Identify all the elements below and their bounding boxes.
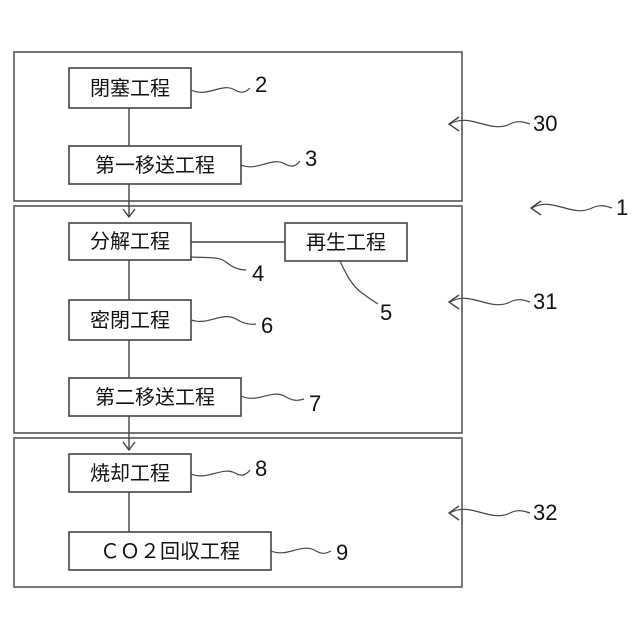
step-decomposition-label: 分解工程 [90, 229, 170, 253]
step-incineration: 焼却工程 [69, 454, 191, 492]
step-decomposition: 分解工程 [69, 223, 191, 260]
step-sealing-label: 密閉工程 [90, 308, 170, 332]
ref-32: 32 [533, 500, 557, 525]
leader-1 [532, 204, 612, 210]
step-closing-label: 閉塞工程 [90, 76, 170, 100]
ref-1: 1 [616, 195, 628, 220]
ref-31: 31 [533, 289, 557, 314]
step-closing: 閉塞工程 [69, 68, 191, 108]
step-regeneration-label: 再生工程 [306, 230, 386, 254]
ref-9: 9 [336, 540, 348, 565]
ref-30: 30 [533, 111, 557, 136]
ref-4: 4 [252, 261, 264, 286]
step-regeneration: 再生工程 [285, 223, 407, 261]
step-second-transfer-label: 第二移送工程 [95, 385, 215, 409]
step-co2-recovery-label: ＣＯ２回収工程 [100, 539, 240, 563]
ref-2: 2 [255, 72, 267, 97]
ref-5: 5 [380, 300, 392, 325]
ref-6: 6 [261, 313, 273, 338]
step-sealing: 密閉工程 [69, 300, 191, 340]
ref-8: 8 [255, 456, 267, 481]
step-co2-recovery: ＣＯ２回収工程 [69, 532, 271, 570]
step-incineration-label: 焼却工程 [90, 461, 170, 485]
step-second-transfer: 第二移送工程 [69, 378, 241, 416]
step-first-transfer: 第一移送工程 [69, 146, 241, 184]
ref-7: 7 [309, 391, 321, 416]
ref-3: 3 [305, 146, 317, 171]
step-first-transfer-label: 第一移送工程 [95, 153, 215, 177]
